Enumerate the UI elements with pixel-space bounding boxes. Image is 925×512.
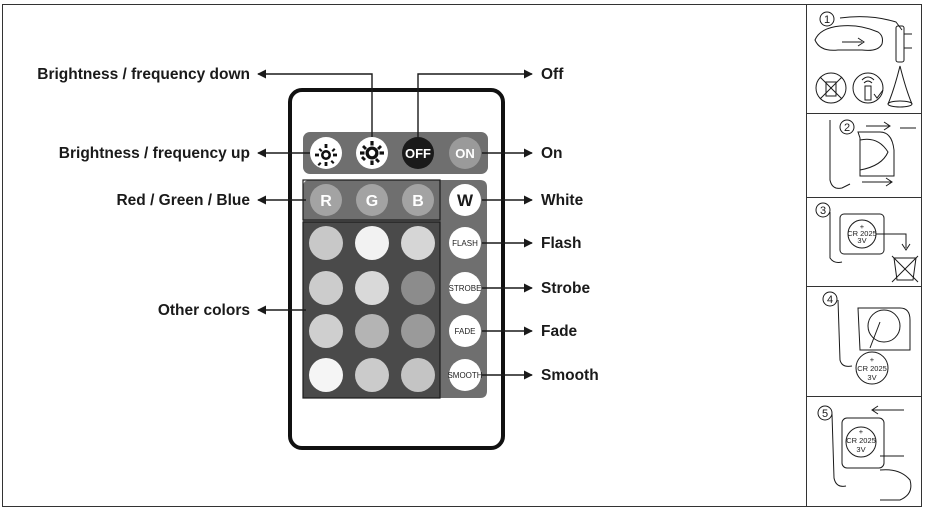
- step-5-battery-model: CR 2025: [846, 436, 876, 445]
- on-label: On: [541, 145, 563, 162]
- remote-side-icon: [895, 25, 905, 63]
- fade-button[interactable]: FADE: [449, 315, 481, 347]
- color-button-r3-c2[interactable]: [355, 314, 389, 348]
- off-label: Off: [541, 66, 564, 83]
- color-button-r3-c1[interactable]: [309, 314, 343, 348]
- sun-small-icon: [315, 144, 337, 166]
- off-button-label: OFF: [405, 146, 431, 161]
- hand-icon: [814, 25, 883, 51]
- recycle-bin-crossed-icon: [893, 257, 917, 281]
- color-button-r2-c1[interactable]: [309, 271, 343, 305]
- step-panels: [806, 113, 921, 397]
- strobe-button[interactable]: STROBE: [449, 272, 482, 304]
- red-button-label: R: [320, 193, 332, 210]
- white-button-label: W: [457, 191, 474, 210]
- svg-text:+: +: [859, 427, 864, 436]
- color-button-grid: [309, 226, 435, 392]
- outer-frame: [2, 4, 922, 507]
- step-3-battery-voltage: 3V: [857, 236, 866, 245]
- step-5-illustration: 5 + CR 2025 3V: [817, 405, 912, 501]
- signal-ok-icon: [852, 72, 884, 104]
- fade-button-label: FADE: [455, 327, 476, 336]
- battery-tray-icon: [857, 131, 895, 177]
- step-2-illustration: 2: [829, 119, 916, 189]
- flash-label: Flash: [541, 235, 581, 252]
- smooth-button[interactable]: SMOOTH: [447, 359, 483, 391]
- receiver-icon: [887, 65, 913, 105]
- no-obstacle-icon: [815, 72, 847, 104]
- power-row-panel: [303, 132, 488, 174]
- flash-button-label: FLASH: [452, 239, 478, 248]
- step-1-illustration: 1: [814, 11, 913, 108]
- right-callouts: [417, 69, 533, 380]
- brightness-up-label: Brightness / frequency up: [59, 145, 250, 162]
- red-button[interactable]: R: [310, 184, 342, 216]
- color-button-r3-c3[interactable]: [401, 314, 435, 348]
- smooth-button-label: SMOOTH: [447, 371, 482, 380]
- color-button-r1-c3[interactable]: [401, 226, 435, 260]
- svg-text:+: +: [860, 222, 865, 231]
- on-button[interactable]: ON: [449, 137, 481, 169]
- color-button-r4-c2[interactable]: [355, 358, 389, 392]
- step-5-battery-voltage: 3V: [856, 445, 865, 454]
- step-4-illustration: 4 + CR 2025 3V: [822, 291, 911, 385]
- strobe-button-label: STROBE: [449, 284, 482, 293]
- smooth-label: Smooth: [541, 367, 599, 384]
- color-button-r2-c3[interactable]: [401, 271, 435, 305]
- white-label: White: [541, 192, 584, 209]
- left-callouts: [257, 69, 373, 315]
- step-5-number: 5: [822, 408, 828, 420]
- green-button[interactable]: G: [356, 184, 388, 216]
- finger-icon: [879, 469, 912, 501]
- on-button-label: ON: [455, 146, 475, 161]
- green-button-label: G: [366, 193, 378, 210]
- color-button-r1-c2[interactable]: [355, 226, 389, 260]
- blue-button-label: B: [412, 193, 424, 210]
- flash-button[interactable]: FLASH: [449, 227, 481, 259]
- step-3-number: 3: [820, 205, 826, 217]
- step-1-number: 1: [824, 14, 830, 26]
- color-button-r1-c1[interactable]: [309, 226, 343, 260]
- rgb-label: Red / Green / Blue: [116, 192, 250, 209]
- blue-button[interactable]: B: [402, 184, 434, 216]
- color-button-r2-c2[interactable]: [355, 271, 389, 305]
- svg-text:+: +: [870, 355, 875, 364]
- strobe-label: Strobe: [541, 280, 590, 297]
- battery-coin-icon-2: [855, 351, 889, 385]
- brightness-down-arrow: [257, 69, 373, 137]
- step-2-number: 2: [844, 122, 850, 134]
- step-4-battery-model: CR 2025: [857, 364, 887, 373]
- sun-large-icon: [360, 141, 384, 165]
- remote-control: OFF ON R G B W FLASH: [288, 88, 505, 450]
- step-4-battery-voltage: 3V: [867, 373, 876, 382]
- brightness-down-label: Brightness / frequency down: [37, 66, 250, 83]
- step-4-number: 4: [827, 294, 833, 306]
- off-button[interactable]: OFF: [402, 137, 434, 169]
- off-arrow: [417, 69, 533, 137]
- color-button-r4-c1[interactable]: [309, 358, 343, 392]
- brightness-up-button[interactable]: [356, 137, 388, 169]
- color-button-r4-c3[interactable]: [401, 358, 435, 392]
- white-button[interactable]: W: [449, 184, 481, 216]
- fade-label: Fade: [541, 323, 578, 340]
- other-colors-label: Other colors: [158, 302, 250, 319]
- step-3-battery-model: CR 2025: [847, 229, 877, 238]
- brightness-down-button[interactable]: [310, 137, 342, 169]
- step-3-illustration: 3 + CR 2025 3V: [815, 202, 919, 283]
